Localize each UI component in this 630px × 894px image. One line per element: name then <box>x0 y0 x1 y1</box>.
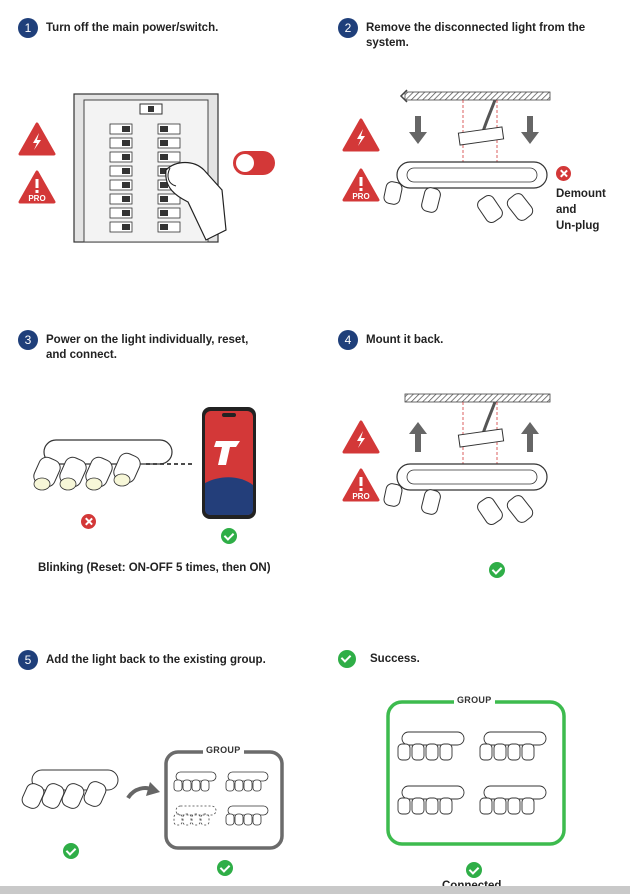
step-text: Turn off the main power/switch. <box>46 22 219 34</box>
electric-hazard-icon <box>18 122 56 156</box>
step-text: Add the light back to the existing group… <box>46 654 266 666</box>
breaker-panel-illustration <box>73 93 227 243</box>
step-4: 4 Mount it back. <box>338 330 443 350</box>
dashed-connection-line <box>146 463 194 465</box>
blinking-instruction: Blinking (Reset: ON-OFF 5 times, then ON… <box>38 562 271 574</box>
electric-hazard-icon <box>342 420 380 454</box>
step-text: Power on the light individually, reset, … <box>46 334 249 361</box>
pro-warning-icon: PRO <box>18 170 56 204</box>
step-number: 2 <box>338 18 358 38</box>
step-text: Mount it back. <box>366 334 444 346</box>
electric-hazard-icon <box>342 118 380 152</box>
mount-light-illustration <box>383 393 551 525</box>
check-icon <box>217 860 233 876</box>
and-label: and <box>556 204 577 216</box>
group-label: GROUP <box>454 695 495 705</box>
group-box <box>164 750 284 850</box>
arrow-icon <box>126 782 160 800</box>
check-icon <box>63 843 79 859</box>
x-icon <box>556 166 571 181</box>
step-3: 3 Power on the light individually, reset… <box>18 330 278 363</box>
check-icon <box>221 528 237 544</box>
success-text: Success. <box>370 653 420 665</box>
page-bottom-bar <box>0 886 630 894</box>
step-number: 5 <box>18 650 38 670</box>
step-2: 2 Remove the disconnected light from the… <box>338 18 630 51</box>
step-number: 3 <box>18 330 38 350</box>
pro-label: PRO <box>28 194 45 203</box>
unplug-label: Un-plug <box>556 220 600 232</box>
demount-label: Demount <box>556 188 606 200</box>
check-icon <box>466 862 482 878</box>
pro-warning-icon: PRO <box>342 168 380 202</box>
step-1: 1 Turn off the main power/switch. <box>18 18 218 38</box>
spotlight-illustration <box>33 439 173 491</box>
pro-warning-icon: PRO <box>342 468 380 502</box>
spotlight-illustration <box>21 769 119 809</box>
step-number: 4 <box>338 330 358 350</box>
step-number: 1 <box>18 18 38 38</box>
pro-label: PRO <box>352 492 369 501</box>
x-icon <box>81 514 96 529</box>
step-text: Remove the disconnected light from the s… <box>366 22 586 49</box>
step-5: 5 Add the light back to the existing gro… <box>18 650 266 670</box>
phone-app-icon <box>202 407 256 519</box>
success-step: Success. <box>338 650 420 668</box>
remove-light-illustration <box>383 89 551 223</box>
check-icon <box>489 562 505 578</box>
toggle-switch-icon <box>233 151 275 175</box>
check-icon <box>338 650 356 668</box>
connected-group-box <box>386 700 566 846</box>
pro-label: PRO <box>352 192 369 201</box>
group-label: GROUP <box>203 745 244 755</box>
